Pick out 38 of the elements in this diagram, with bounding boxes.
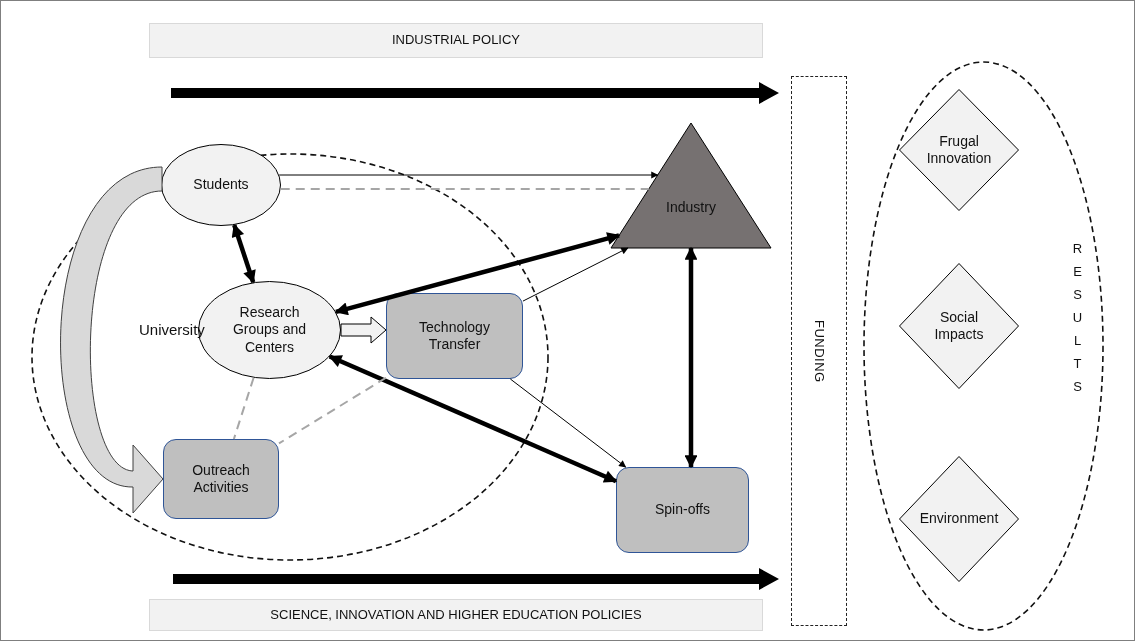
arrow xyxy=(522,247,629,302)
node-label: RESULTS xyxy=(1071,240,1084,396)
arrow xyxy=(509,378,627,468)
node-label: Industry xyxy=(666,198,716,216)
node-label: Outreach Activities xyxy=(191,461,251,497)
ellipse-node xyxy=(161,144,281,226)
node-label: Social Impacts xyxy=(933,308,985,344)
dashed-ellipse xyxy=(863,61,1104,631)
node-label: FUNDING xyxy=(811,319,828,383)
block-arrow xyxy=(173,568,779,590)
arrow xyxy=(231,223,256,284)
process-box xyxy=(386,293,523,379)
dashed-box xyxy=(791,76,847,626)
node-label: Technology Transfer xyxy=(418,318,491,354)
dashed-line xyxy=(232,376,255,440)
curved-block-arrow xyxy=(60,166,164,514)
node-label: Environment xyxy=(919,510,999,528)
node-label: Spin-offs xyxy=(655,501,710,519)
decision-diamond xyxy=(899,456,1019,582)
triangle-node xyxy=(611,123,771,248)
arrow xyxy=(278,171,659,179)
process-box xyxy=(616,467,749,553)
process-box xyxy=(163,439,279,519)
arrow xyxy=(334,232,621,316)
dashed-line xyxy=(279,188,650,190)
decision-diamond xyxy=(899,89,1019,211)
node-label: Students xyxy=(193,176,249,194)
policy-band xyxy=(149,23,763,58)
node-label: Frugal Innovation xyxy=(925,132,993,168)
policy-band xyxy=(149,599,763,631)
dashed-line xyxy=(278,376,387,445)
block-arrow xyxy=(171,82,779,104)
block-arrow xyxy=(340,316,387,344)
decision-diamond xyxy=(899,263,1019,389)
node-label: Research Groups and Centers xyxy=(231,303,308,357)
node-label: SCIENCE, INNOVATION AND HIGHER EDUCATION POLICIES xyxy=(270,606,642,624)
node-label: INDUSTRIAL POLICY xyxy=(391,32,521,49)
arrow xyxy=(328,354,618,484)
